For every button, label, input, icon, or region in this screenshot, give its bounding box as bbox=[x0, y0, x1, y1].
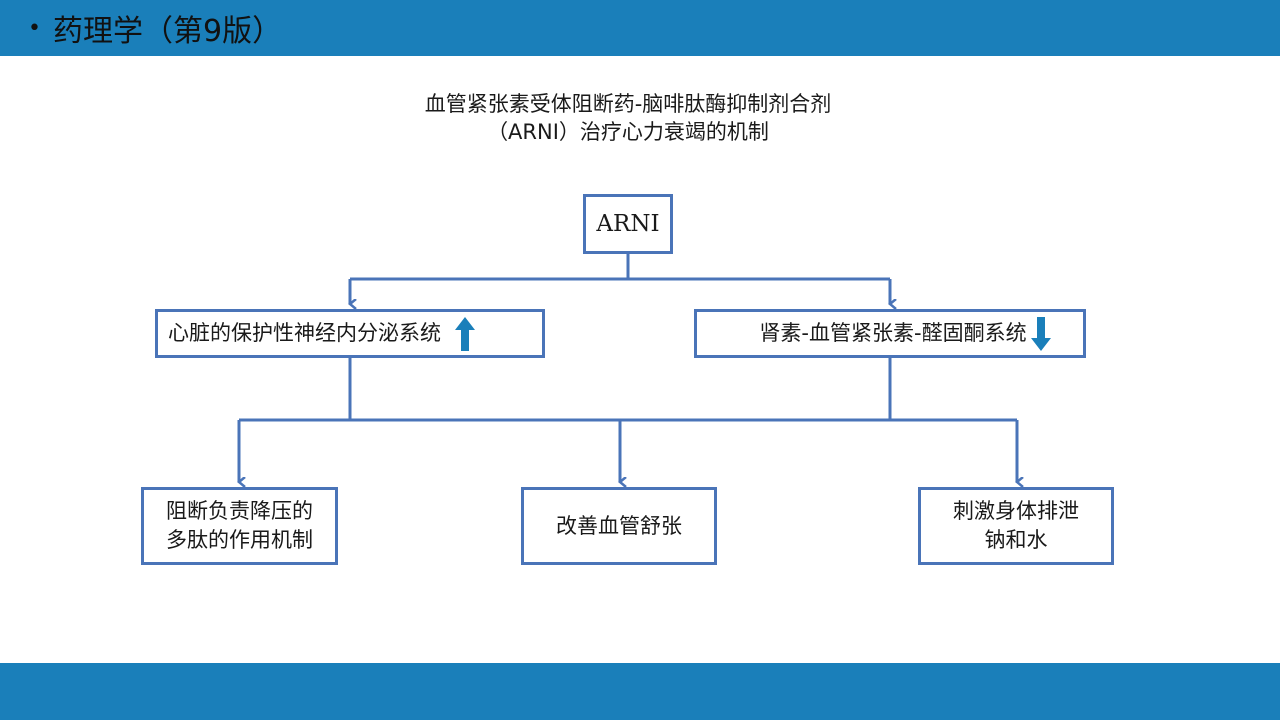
bullet: • bbox=[28, 15, 41, 41]
root-node-arni: ARNI bbox=[583, 194, 673, 254]
footer-bar bbox=[0, 663, 1280, 720]
outcome-1-line2: 多肽的作用机制 bbox=[166, 528, 313, 552]
outcome-3-line2: 钠和水 bbox=[984, 528, 1048, 552]
left-branch-label: 心脏的保护性神经内分泌系统 bbox=[168, 321, 441, 345]
right-branch-label: 肾素-血管紧张素-醛固酮系统 bbox=[759, 321, 1027, 345]
outcome-node-1: 阻断负责降压的 多肽的作用机制 bbox=[141, 487, 338, 565]
outcome-1-line1: 阻断负责降压的 bbox=[166, 499, 313, 523]
up-arrow-icon bbox=[455, 316, 475, 351]
outcome-3-line1: 刺激身体排泄 bbox=[953, 499, 1079, 523]
diagram-title: 血管紧张素受体阻断药-脑啡肽酶抑制剂合剂 （ARNI）治疗心力衰竭的机制 bbox=[320, 90, 936, 146]
down-arrow-icon bbox=[1030, 316, 1051, 351]
diagram-title-line1: 血管紧张素受体阻断药-脑啡肽酶抑制剂合剂 bbox=[424, 92, 832, 116]
root-node-label: ARNI bbox=[596, 210, 660, 237]
slide-title: 药理学（第9版） bbox=[52, 14, 283, 49]
diagram-title-line2: （ARNI）治疗心力衰竭的机制 bbox=[487, 120, 769, 144]
outcome-2-line1: 改善血管舒张 bbox=[556, 513, 682, 538]
outcome-node-2: 改善血管舒张 bbox=[521, 487, 717, 565]
left-branch-node: 心脏的保护性神经内分泌系统 bbox=[155, 309, 545, 358]
header-bar: • 药理学（第9版） bbox=[0, 0, 1280, 56]
outcome-node-3: 刺激身体排泄 钠和水 bbox=[918, 487, 1114, 565]
right-branch-node: 肾素-血管紧张素-醛固酮系统 bbox=[694, 309, 1086, 358]
